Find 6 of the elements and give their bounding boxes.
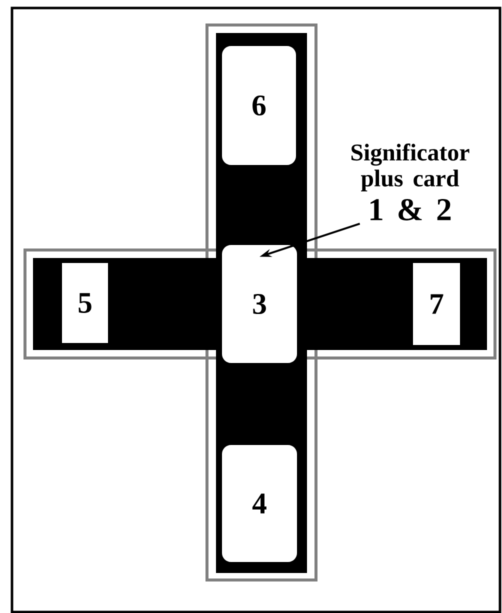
card: 6	[222, 46, 296, 165]
card: 4	[222, 445, 297, 562]
card: 3	[222, 245, 297, 363]
card: 7	[413, 263, 460, 345]
callout-text: Significator plus card 1 & 2	[352, 144, 470, 220]
card: 5	[62, 263, 108, 343]
